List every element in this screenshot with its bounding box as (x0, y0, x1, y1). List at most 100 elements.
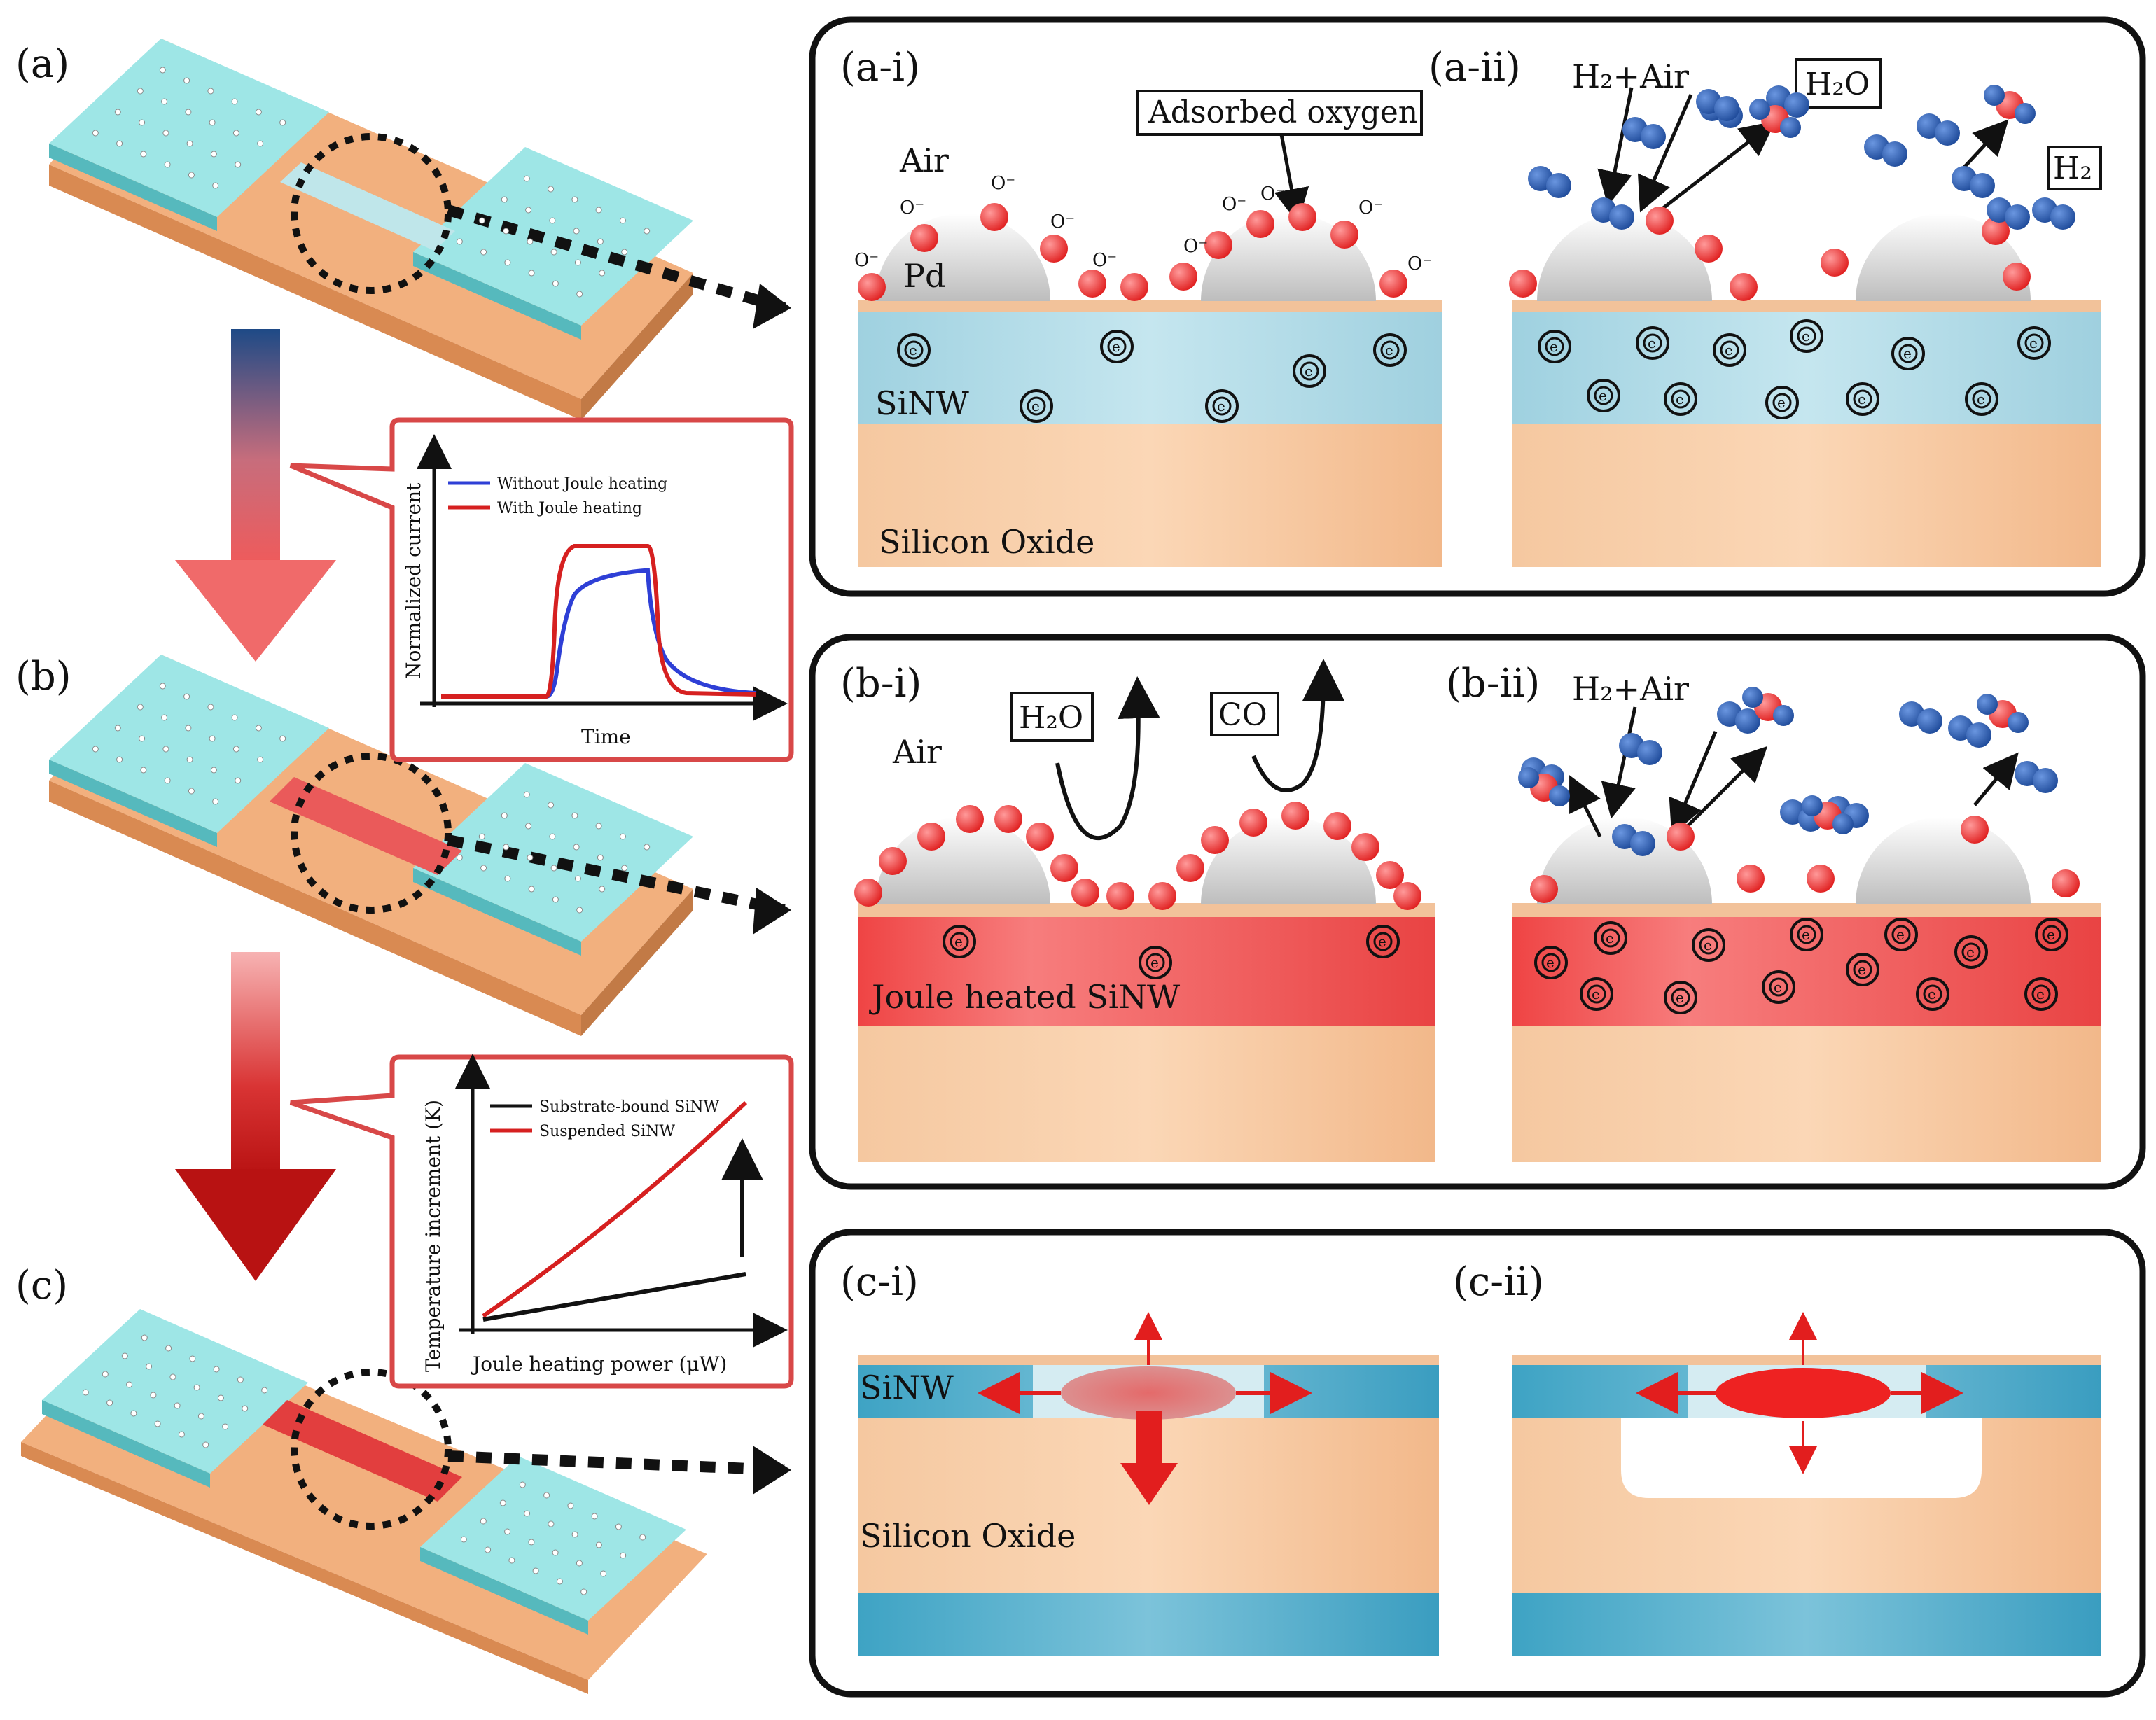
water-hydrogen (2015, 103, 2036, 124)
hydrogen-atom (1784, 92, 1809, 118)
inset-temp-xlabel: Joule heating power (μW) (471, 1352, 727, 1376)
electron: e (1891, 337, 1925, 370)
electron: e (1636, 326, 1669, 360)
svg-text:e: e (1802, 926, 1810, 943)
water-hydrogen (1742, 687, 1763, 708)
electron: e (897, 333, 931, 367)
svg-text:e: e (1676, 391, 1684, 407)
svg-text:e: e (1112, 338, 1120, 355)
svg-text:e: e (1606, 930, 1614, 946)
svg-text:e: e (1385, 342, 1393, 358)
text-sinw-a: SiNW (875, 384, 969, 422)
svg-text:e: e (1704, 937, 1712, 953)
oxygen-atom (1040, 235, 1068, 263)
svg-text:e: e (1217, 398, 1225, 414)
oxygen-atom (1730, 273, 1758, 301)
svg-text:e: e (1928, 986, 1936, 1002)
electron: e (1020, 389, 1053, 423)
oxygen-atom (1323, 812, 1351, 840)
arrow-to-panel-a (753, 284, 791, 329)
electron: e (1205, 389, 1239, 423)
water-hydrogen (1749, 99, 1770, 120)
svg-text:e: e (954, 933, 963, 950)
text-air-a: Air (899, 141, 949, 179)
electron: e (943, 925, 976, 958)
device-b (49, 655, 791, 1036)
heat-flow-down-arrow (1136, 1411, 1162, 1467)
oxygen-atom (858, 273, 886, 301)
oxygen-atom (1530, 875, 1558, 903)
svg-text:e: e (1599, 387, 1607, 404)
label-b-i: (b-i) (840, 661, 921, 706)
electron: e (1373, 333, 1407, 367)
text-silicon-oxide-c: Silicon Oxide (860, 1517, 1076, 1555)
electron: e (2035, 918, 2068, 951)
oxygen-atom (1646, 207, 1674, 235)
oxygen-ion-label: O⁻ (991, 173, 1015, 194)
svg-text:e: e (1305, 363, 1313, 379)
electron: e (1534, 946, 1568, 979)
electron: e (1538, 330, 1571, 363)
electron: e (1765, 386, 1799, 419)
oxygen-atom (1288, 203, 1316, 231)
electron: e (1846, 953, 1879, 986)
label-a-ii: (a-ii) (1428, 45, 1521, 90)
oxygen-atom (1246, 210, 1274, 238)
water-hydrogen (1549, 785, 1570, 806)
box-adsorbed-oxygen (1136, 90, 1423, 136)
oxygen-atom (2003, 263, 2031, 291)
electron: e (1692, 928, 1725, 962)
hydrogen-atom (1630, 831, 1655, 856)
electrode-dots (82, 67, 651, 1595)
hydrogen-atom (1641, 124, 1666, 149)
oxygen-atom (1026, 823, 1054, 851)
svg-text:e: e (909, 342, 917, 358)
hydrogen-atom (1546, 173, 1571, 198)
box-h2o-a (1795, 58, 1882, 109)
inset-current-ylabel: Normalized current (402, 482, 425, 679)
hydrogen-atom (1882, 141, 1907, 167)
electron: e (1884, 918, 1918, 951)
svg-text:e: e (1592, 986, 1600, 1002)
oxygen-atom (1201, 826, 1229, 854)
oxygen-ion-label: O⁻ (1358, 197, 1383, 218)
svg-text:e: e (1648, 335, 1656, 351)
oxygen-atom (1695, 235, 1723, 263)
oxygen-ion-label: O⁻ (1407, 253, 1432, 274)
panel-label-a: (a) (15, 41, 69, 87)
oxygen-atom (1239, 809, 1267, 837)
inset-temperature-plot: Temperature increment (K) Joule heating … (289, 1054, 794, 1389)
water-hydrogen (1832, 813, 1854, 834)
text-silicon-oxide-a: Silicon Oxide (879, 523, 1094, 561)
hydrogen-atom (1966, 722, 1991, 748)
hydrogen-atom (2005, 204, 2030, 230)
oxygen-ion-label: O⁻ (1092, 250, 1117, 271)
water-hydrogen (1984, 85, 2005, 106)
curve-with-joule (441, 544, 757, 699)
label-a-i: (a-i) (840, 45, 920, 90)
electron: e (1954, 935, 1988, 969)
electron: e (1965, 382, 1998, 416)
oxygen-ion-label: O⁻ (1222, 194, 1246, 215)
water-hydrogen (2008, 712, 2029, 733)
arrow-to-panel-c (753, 1446, 791, 1495)
svg-text:e: e (1031, 398, 1040, 414)
oxygen-atom (1281, 802, 1309, 830)
device-a (49, 39, 791, 420)
panel-label-b: (b) (15, 654, 71, 699)
panel-b: (b-i) (b-ii) Air Joule heated SiNW H₂O C… (809, 634, 2146, 1190)
oxygen-atom (1982, 217, 2010, 245)
inset-current-legend-1: With Joule heating (497, 500, 642, 517)
oxygen-atom (1071, 879, 1099, 907)
inset-temp-legend-1: Suspended SiNW (539, 1123, 675, 1140)
electron: e (1100, 330, 1134, 363)
oxygen-ion-label: O⁻ (1050, 211, 1075, 232)
svg-text:e: e (1896, 926, 1905, 943)
oxygen-atom (1148, 882, 1176, 910)
oxygen-ion-label: O⁻ (1183, 236, 1208, 257)
electron: e (1762, 970, 1795, 1004)
svg-text:e: e (1858, 961, 1866, 978)
arrow-to-panel-b (753, 888, 791, 935)
panel-label-c: (c) (15, 1263, 68, 1308)
